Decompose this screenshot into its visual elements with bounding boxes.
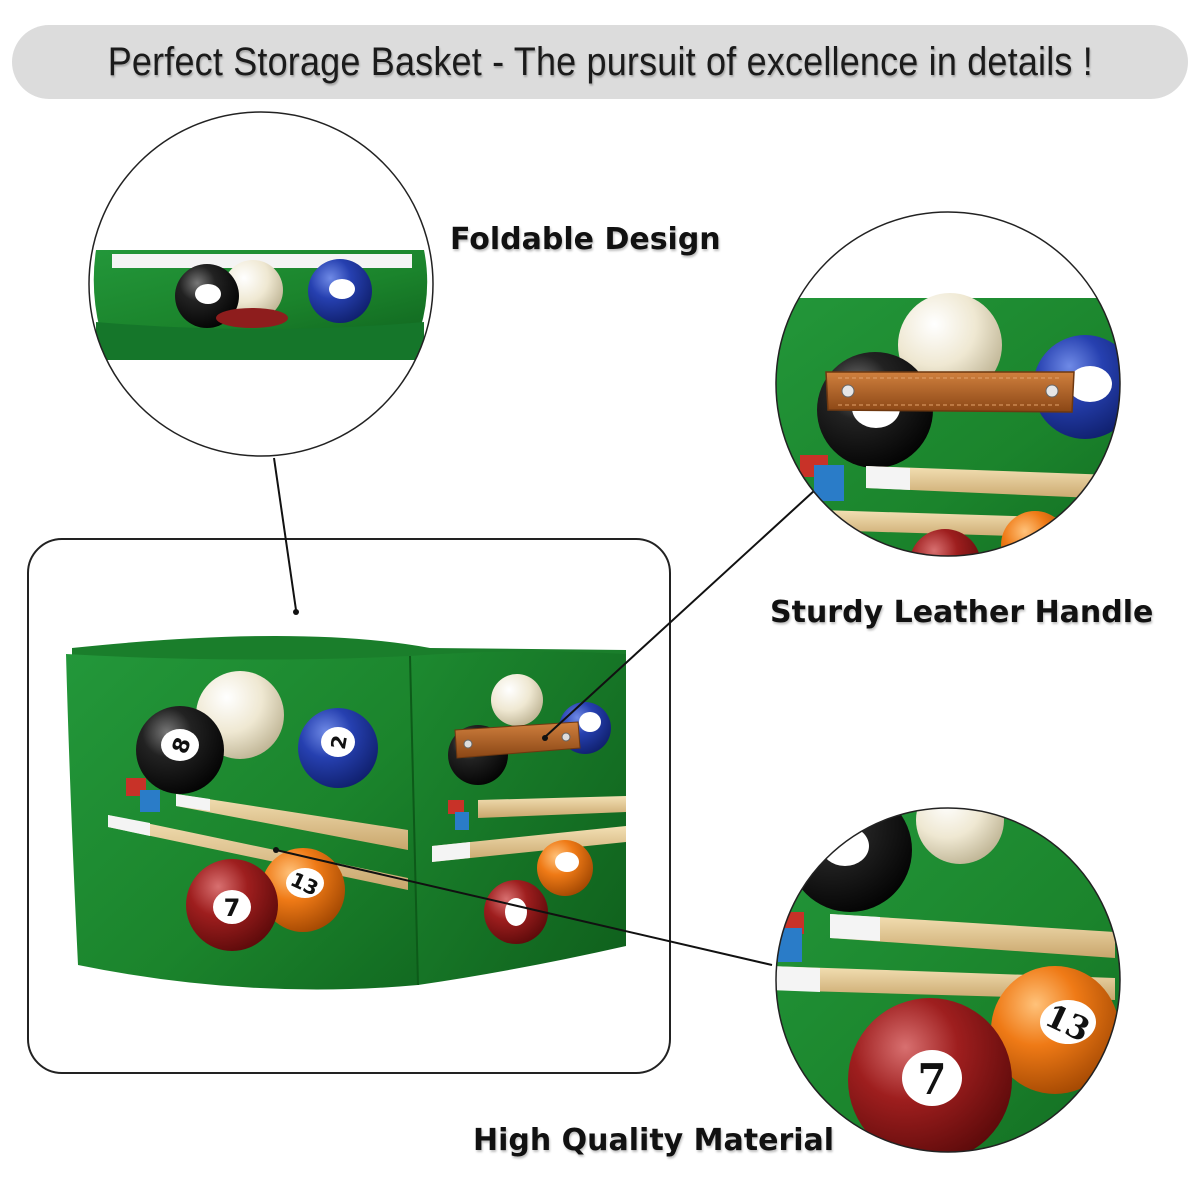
svg-text:7: 7 — [224, 894, 241, 922]
connector-line — [275, 849, 773, 966]
label-foldable-design: Foldable Design — [450, 222, 721, 257]
billiard-ball-icon: 13 — [991, 966, 1119, 1094]
billiard-ball-icon: 7 — [848, 998, 1012, 1152]
billiard-ball-icon: 8 — [136, 706, 224, 794]
billiard-ball-icon: 2 — [298, 708, 378, 788]
label-sturdy-leather-handle: Sturdy Leather Handle — [770, 595, 1154, 630]
detail-circle-material: 13 7 — [775, 807, 1121, 1153]
storage-basket: 8 2 13 7 — [66, 636, 626, 990]
connector-line — [544, 489, 816, 738]
detail-circle-handle — [775, 211, 1121, 557]
banner-title: Perfect Storage Basket - The pursuit of … — [107, 39, 1093, 84]
leather-handle-icon — [825, 371, 1075, 413]
svg-text:2: 2 — [326, 733, 352, 751]
billiard-ball-icon: 13 — [261, 848, 345, 932]
detail-circle-foldable — [88, 111, 434, 457]
billiard-ball-icon: 7 — [186, 859, 278, 951]
label-high-quality-material: High Quality Material — [473, 1123, 835, 1158]
connector-line — [273, 457, 297, 611]
leather-handle-icon — [454, 721, 581, 759]
cue-stick-icon — [176, 794, 408, 850]
svg-text:7: 7 — [917, 1055, 946, 1104]
title-banner: Perfect Storage Basket - The pursuit of … — [12, 25, 1188, 99]
